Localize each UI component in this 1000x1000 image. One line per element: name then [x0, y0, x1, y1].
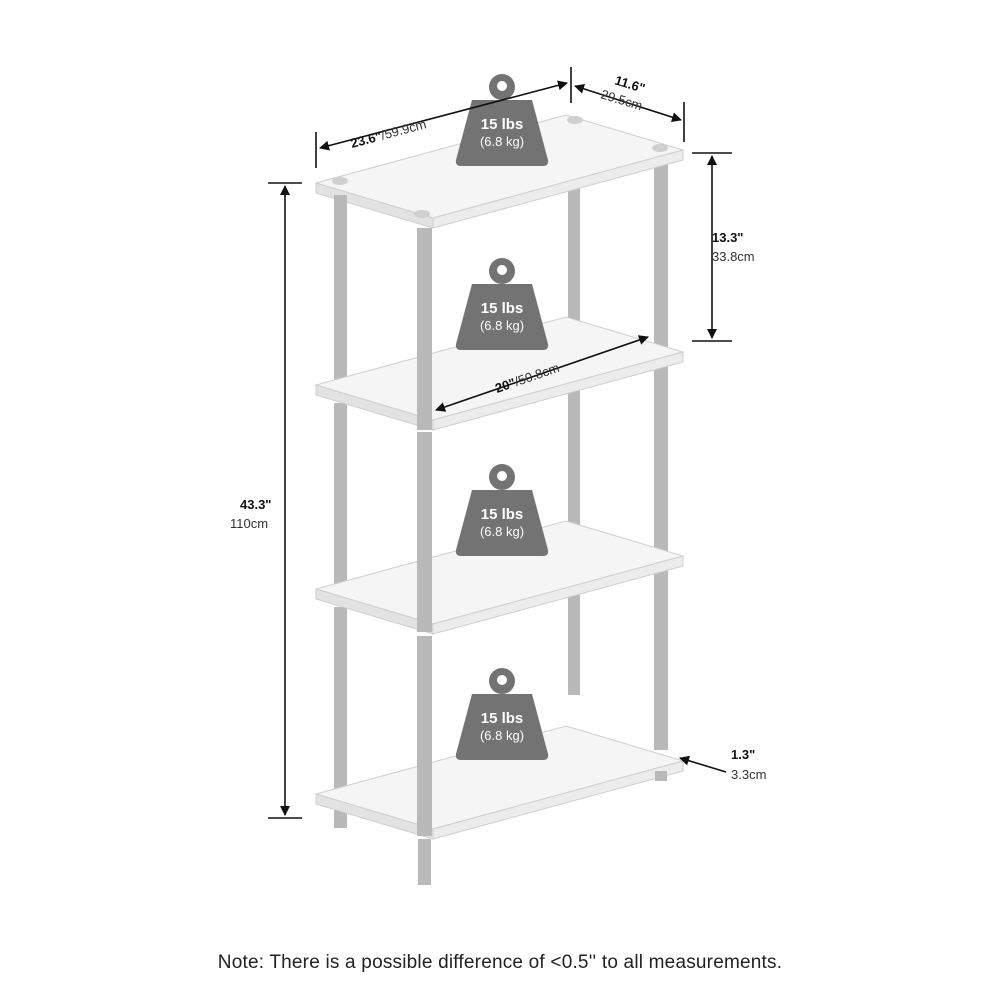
height-metric: 110cm	[230, 516, 268, 531]
weight-kg: (6.8 kg)	[480, 524, 524, 539]
weight-lbs: 15 lbs	[481, 300, 524, 317]
weight-lbs: 15 lbs	[481, 710, 524, 727]
width-metric: /59.9cm	[379, 116, 428, 142]
foot	[418, 839, 431, 885]
width-imperial: 23.6"	[349, 128, 383, 151]
shelf-gap-metric: 33.8cm	[712, 249, 755, 264]
back-right-post	[654, 150, 668, 750]
weight-icon: 15 lbs(6.8 kg)	[455, 74, 549, 166]
foot-metric: 3.3cm	[731, 767, 766, 782]
dimension-width-label: 23.6"/59.9cm	[349, 116, 428, 151]
weight-icon: 15 lbs(6.8 kg)	[455, 668, 549, 760]
front-right-post	[417, 228, 432, 430]
shelf-bottom	[314, 725, 685, 840]
weight-lbs: 15 lbs	[481, 506, 524, 523]
inner-width-imperial: 20"	[493, 375, 517, 396]
shelf-top	[314, 114, 685, 229]
weight-kg: (6.8 kg)	[480, 728, 524, 743]
shelf-third	[314, 520, 685, 635]
weight-icon: 15 lbs(6.8 kg)	[455, 258, 549, 350]
weight-kg: (6.8 kg)	[480, 134, 524, 149]
dimension-lines	[268, 67, 732, 819]
front-left-post	[334, 195, 347, 390]
back-left-post	[568, 180, 580, 695]
measurement-note: Note: There is a possible difference of …	[217, 952, 783, 973]
shelf-gap-imperial: 13.3"	[712, 230, 743, 245]
foot-imperial: 1.3"	[731, 747, 755, 762]
svg-text:23.6"/59.9cm: 23.6"/59.9cm	[349, 116, 428, 151]
weight-icon: 15 lbs(6.8 kg)	[455, 464, 549, 556]
weight-lbs: 15 lbs	[481, 116, 524, 133]
weight-kg: (6.8 kg)	[480, 318, 524, 333]
height-imperial: 43.3"	[240, 497, 271, 512]
